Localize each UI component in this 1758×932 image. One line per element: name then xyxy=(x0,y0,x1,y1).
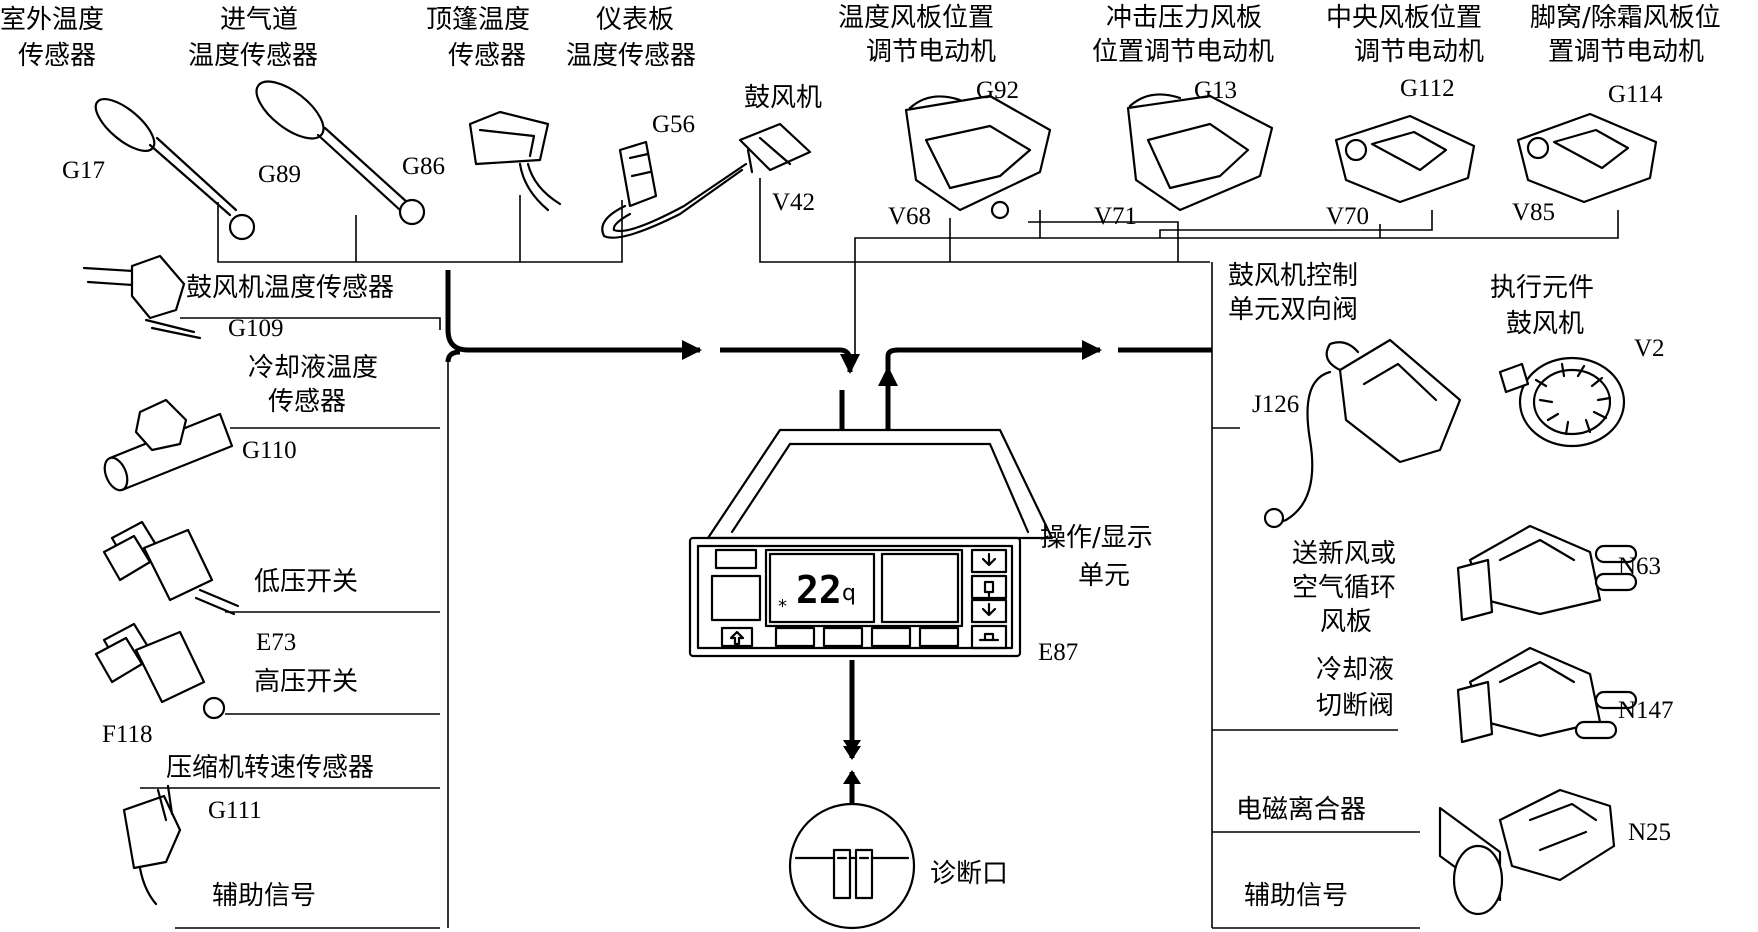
g13-label-2: 位置调节电动机 xyxy=(1092,37,1274,67)
g89-label-2: 温度传感器 xyxy=(188,41,318,71)
n63-label-3: 风板 xyxy=(1320,607,1372,637)
sensor-g110: 冷却液温度 传感器 G110 xyxy=(103,353,378,492)
g114-label-2: 置调节电动机 xyxy=(1548,37,1704,67)
g13-code: G13 xyxy=(1194,77,1237,104)
n25-label: 电磁离合器 xyxy=(1236,795,1366,825)
motor-g114-v85: 脚窝/除霜风板位 置调节电动机 G114 V85 xyxy=(1512,3,1721,226)
g92-label-2: 调节电动机 xyxy=(866,37,996,67)
j126-label-1: 鼓风机控制 xyxy=(1228,261,1358,291)
g56-code: G56 xyxy=(652,111,695,138)
j126-label-2: 单元双向阀 xyxy=(1228,295,1358,325)
g17-label-2: 传感器 xyxy=(18,41,96,71)
blower-v42: 鼓风机 V42 xyxy=(738,83,822,216)
v68-code: V68 xyxy=(888,203,931,230)
v85-code: V85 xyxy=(1512,199,1555,226)
g92-label-1: 温度风板位置 xyxy=(838,3,994,33)
g110-code: G110 xyxy=(242,437,297,464)
clutch-n25: 电磁离合器 N25 xyxy=(1236,788,1671,916)
n63-label-1: 送新风或 xyxy=(1292,539,1396,569)
n63-label-2: 空气循环 xyxy=(1292,573,1396,603)
v42-code: V42 xyxy=(772,189,815,216)
motor-g92-v68: 温度风板位置 调节电动机 G92 V68 xyxy=(838,3,1052,230)
sensor-g56: 仪表板 温度传感器 G56 xyxy=(566,5,748,239)
diagnostic-port: 诊断口 xyxy=(788,802,1008,930)
motor-g13-v71: 冲击压力风板 位置调节电动机 G13 V71 xyxy=(1092,3,1274,230)
v2-label-2: 鼓风机 xyxy=(1506,309,1584,339)
g114-label-1: 脚窝/除霜风板位 xyxy=(1530,3,1721,33)
f118-code: F118 xyxy=(102,721,152,748)
n63-code: N63 xyxy=(1618,553,1661,580)
e73-label: 低压开关 xyxy=(254,567,358,597)
j126-code: J126 xyxy=(1252,391,1299,418)
v71-code: V71 xyxy=(1094,203,1137,230)
g89-code: G89 xyxy=(258,161,301,188)
g112-code: G112 xyxy=(1400,75,1455,102)
g112-label-1: 中央风板位置 xyxy=(1326,3,1482,33)
sensor-g89: 进气道 温度传感器 G89 xyxy=(188,5,426,226)
g13-label-1: 冲击压力风板 xyxy=(1106,3,1262,33)
v70-code: V70 xyxy=(1326,203,1369,230)
e87-display-unit: q xyxy=(842,581,856,606)
sensor-g17: 室外温度 传感器 G17 xyxy=(0,5,256,241)
g110-label-2: 传感器 xyxy=(268,387,346,417)
g111-label: 压缩机转速传感器 xyxy=(166,753,374,783)
g17-code: G17 xyxy=(62,157,105,184)
n147-label-1: 冷却液 xyxy=(1316,655,1394,685)
g109-label: 鼓风机温度传感器 xyxy=(186,273,394,303)
g92-code: G92 xyxy=(976,77,1019,104)
n147-code: N147 xyxy=(1618,697,1674,724)
valve-n147: 冷却液 切断阀 N147 xyxy=(1316,646,1674,744)
switch-e73: 低压开关 E73 xyxy=(102,520,358,656)
f118-label: 高压开关 xyxy=(254,667,358,697)
e87-display-value: 22 xyxy=(796,568,842,612)
g56-label-1: 仪表板 xyxy=(596,5,674,35)
e87-label-2: 单元 xyxy=(1078,561,1130,591)
sensor-g111: 压缩机转速传感器 G111 xyxy=(122,753,374,906)
motor-g112-v70: 中央风板位置 调节电动机 G112 V70 xyxy=(1326,3,1484,230)
g110-label-1: 冷却液温度 xyxy=(248,353,378,383)
g56-label-2: 温度传感器 xyxy=(566,41,696,71)
n147-label-2: 切断阀 xyxy=(1316,691,1394,721)
aux-signal-left: 辅助信号 xyxy=(212,881,316,911)
g114-code: G114 xyxy=(1608,81,1663,108)
g86-label-2: 传感器 xyxy=(448,41,526,71)
e87-code: E87 xyxy=(1038,639,1078,666)
g111-code: G111 xyxy=(208,797,262,824)
e87-display-mark: * xyxy=(778,596,787,617)
valve-j126: 鼓风机控制 单元双向阀 J126 xyxy=(1228,261,1462,529)
thin-wiring xyxy=(140,178,1619,929)
flap-n63: 送新风或 空气循环 风板 N63 xyxy=(1292,524,1661,637)
g17-label-1: 室外温度 xyxy=(0,5,104,35)
switch-f118: 高压开关 F118 xyxy=(94,622,358,748)
g109-code: G109 xyxy=(228,315,284,342)
e73-code: E73 xyxy=(256,629,296,656)
g89-label-1: 进气道 xyxy=(220,5,298,35)
g86-code: G86 xyxy=(402,153,445,180)
signal-bus xyxy=(445,270,1212,812)
operation-display-unit-e87: 22 q * 操作/显示 单元 E87 xyxy=(688,428,1153,666)
v42-label: 鼓风机 xyxy=(744,83,822,113)
sensor-g86: 顶篷温度 传感器 G86 xyxy=(402,5,562,212)
blower-actuator-v2: 执行元件 鼓风机 V2 xyxy=(1490,273,1665,448)
aux-signal-right: 辅助信号 xyxy=(1244,881,1348,911)
e87-label-1: 操作/显示 xyxy=(1040,523,1153,553)
g86-label-1: 顶篷温度 xyxy=(426,5,530,35)
n25-code: N25 xyxy=(1628,819,1671,846)
v2-code: V2 xyxy=(1634,335,1665,362)
diag-label: 诊断口 xyxy=(930,859,1008,889)
sensor-g109: 鼓风机温度传感器 G109 xyxy=(82,254,394,342)
g112-label-2: 调节电动机 xyxy=(1354,37,1484,67)
v2-label-1: 执行元件 xyxy=(1490,273,1594,303)
